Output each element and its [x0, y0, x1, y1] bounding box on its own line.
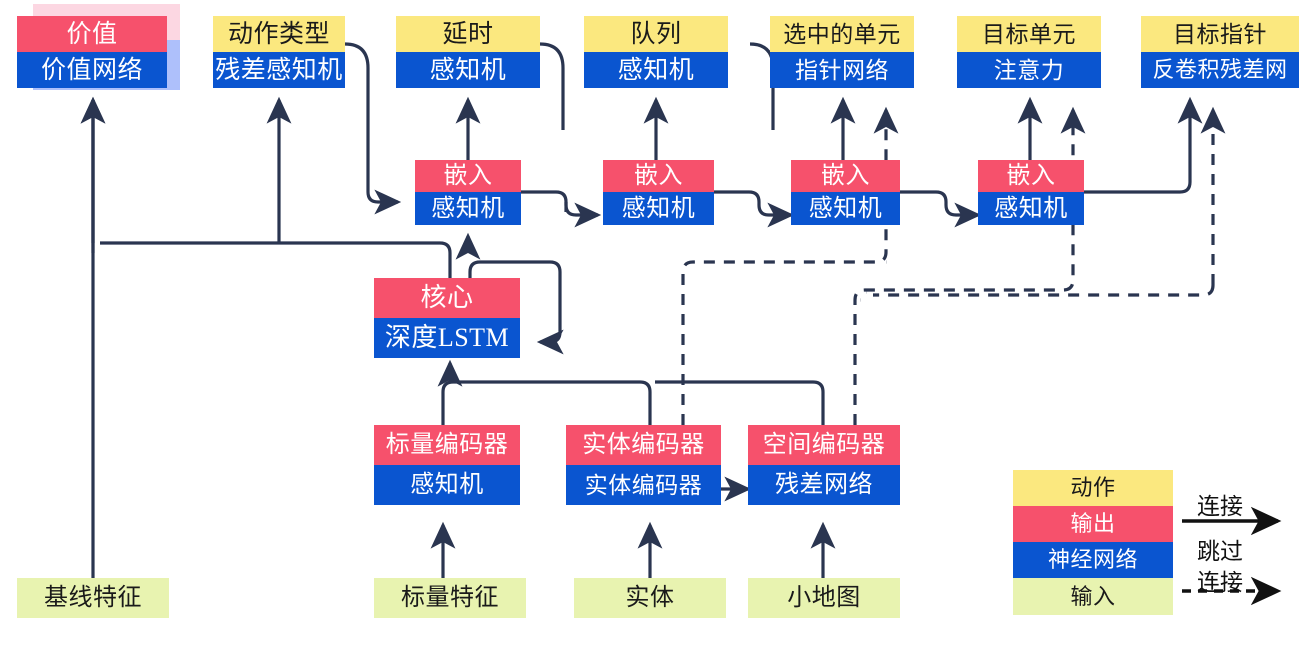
input-minimap[interactable]: 小地图	[748, 578, 900, 618]
node-spatial-encoder-top: 空间编码器	[748, 425, 900, 465]
legend-skip-label-line1: 跳过	[1197, 539, 1243, 564]
input-scalar-features-label: 标量特征	[374, 578, 526, 618]
legend-input: 输入	[1013, 578, 1173, 615]
node-target-unit-top: 目标单元	[957, 16, 1101, 52]
input-scalar-features[interactable]: 标量特征	[374, 578, 526, 618]
legend-output: 输出	[1013, 506, 1173, 542]
input-baseline-features-label: 基线特征	[17, 578, 169, 618]
legend-connect-label: 连接	[1197, 494, 1243, 519]
node-value-bottom: 价值网络	[17, 52, 167, 88]
node-target-unit[interactable]: 目标单元 注意力	[957, 16, 1101, 88]
node-embed-4[interactable]: 嵌入 感知机	[978, 160, 1084, 225]
input-minimap-label: 小地图	[748, 578, 900, 618]
node-scalar-encoder-top: 标量编码器	[374, 425, 520, 465]
input-entities-label: 实体	[574, 578, 726, 618]
node-target-point-bottom: 反卷积残差网	[1141, 52, 1299, 88]
node-selected-units-bottom: 指针网络	[770, 52, 914, 88]
node-embed-4-bottom: 感知机	[978, 192, 1084, 225]
node-core[interactable]: 核心 深度LSTM	[374, 278, 520, 358]
node-embed-2-bottom: 感知机	[603, 192, 714, 225]
node-action-type-bottom: 残差感知机	[213, 52, 345, 88]
node-queue-top: 队列	[584, 16, 728, 52]
node-target-point-top: 目标指针	[1141, 16, 1299, 52]
node-queue[interactable]: 队列 感知机	[584, 16, 728, 88]
node-selected-units-top: 选中的单元	[770, 16, 914, 52]
node-scalar-encoder-bottom: 感知机	[374, 465, 520, 505]
input-baseline-features[interactable]: 基线特征	[17, 578, 169, 618]
node-core-bottom: 深度LSTM	[374, 318, 520, 358]
node-embed-4-top: 嵌入	[978, 160, 1084, 192]
node-embed-1-bottom: 感知机	[415, 192, 521, 225]
node-core-top: 核心	[374, 278, 520, 318]
node-scalar-encoder[interactable]: 标量编码器 感知机	[374, 425, 520, 505]
legend-network: 神经网络	[1013, 542, 1173, 578]
node-value-top: 价值	[17, 16, 167, 52]
node-queue-bottom: 感知机	[584, 52, 728, 88]
node-spatial-encoder[interactable]: 空间编码器 残差网络	[748, 425, 900, 505]
node-entity-encoder[interactable]: 实体编码器 实体编码器	[566, 425, 721, 505]
node-selected-units[interactable]: 选中的单元 指针网络	[770, 16, 914, 88]
input-entities[interactable]: 实体	[574, 578, 726, 618]
node-delay-bottom: 感知机	[396, 52, 540, 88]
node-value[interactable]: 价值 价值网络	[17, 16, 167, 88]
node-entity-encoder-bottom: 实体编码器	[566, 465, 721, 505]
node-delay[interactable]: 延时 感知机	[396, 16, 540, 88]
node-action-type[interactable]: 动作类型 残差感知机	[213, 16, 345, 88]
node-embed-2[interactable]: 嵌入 感知机	[603, 160, 714, 225]
node-target-unit-bottom: 注意力	[957, 52, 1101, 88]
node-delay-top: 延时	[396, 16, 540, 52]
node-embed-3-bottom: 感知机	[791, 192, 900, 225]
node-embed-3[interactable]: 嵌入 感知机	[791, 160, 900, 225]
node-embed-1[interactable]: 嵌入 感知机	[415, 160, 521, 225]
node-entity-encoder-top: 实体编码器	[566, 425, 721, 465]
node-action-type-top: 动作类型	[213, 16, 345, 52]
legend-action: 动作	[1013, 470, 1173, 506]
node-target-point[interactable]: 目标指针 反卷积残差网	[1141, 16, 1299, 88]
node-embed-2-top: 嵌入	[603, 160, 714, 192]
node-embed-1-top: 嵌入	[415, 160, 521, 192]
legend-swatches: 动作 输出 神经网络 输入	[1013, 470, 1173, 615]
node-embed-3-top: 嵌入	[791, 160, 900, 192]
node-spatial-encoder-bottom: 残差网络	[748, 465, 900, 505]
legend-arrow-samples	[1182, 506, 1282, 606]
